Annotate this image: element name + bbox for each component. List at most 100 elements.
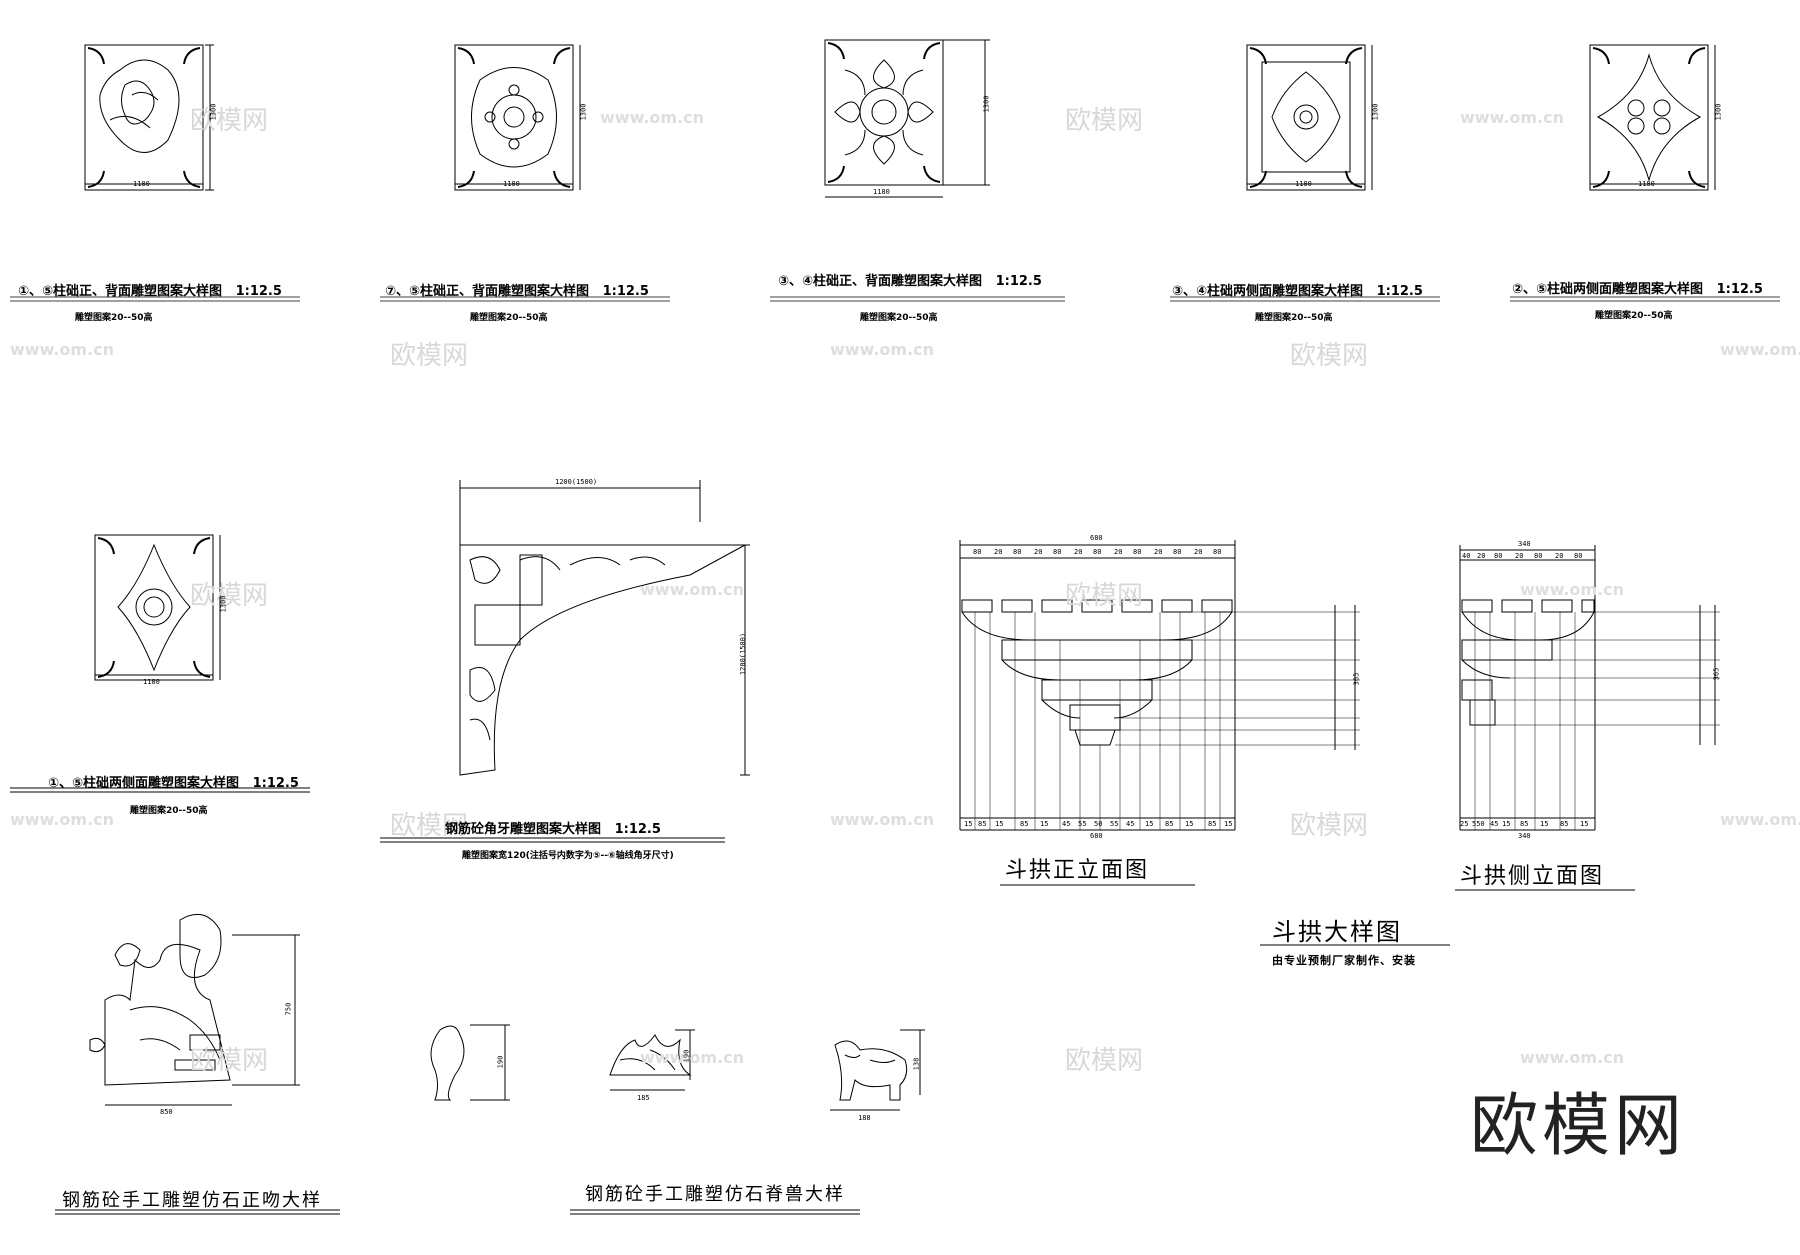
- front-top-dim: 20: [1154, 548, 1163, 556]
- panel-3-title: ③、④柱础正、背面雕塑图案大样图 1:12.5: [778, 274, 1042, 289]
- dougong-front-total-bottom: 680: [1090, 832, 1103, 840]
- dougong-front-right-total: 365: [1352, 672, 1361, 686]
- side-bottom-dim: 15: [1540, 820, 1549, 828]
- side-top-dim: 20: [1477, 552, 1486, 560]
- side-bottom-dim: 85: [1520, 820, 1529, 828]
- side-bottom-dim: 15: [1502, 820, 1511, 828]
- watermark-url-10: www.om.cn: [1720, 810, 1800, 829]
- watermark-brand-4: 欧模网: [1290, 341, 1369, 371]
- corner-bracket-drawing: [380, 480, 750, 843]
- beast-2-width: 185: [637, 1094, 650, 1102]
- dougong-front-title: 斗拱正立面图: [1005, 858, 1150, 883]
- dougong-main-title: 斗拱大样图: [1272, 918, 1402, 946]
- watermark-brand-7: 欧模网: [390, 811, 469, 841]
- front-bottom-dim: 15: [1040, 820, 1049, 828]
- front-top-dim: 80: [1173, 548, 1182, 556]
- beast-3-height: 138: [912, 1057, 921, 1071]
- panel-4-drawing: [1246, 44, 1373, 191]
- zhengwen-title: 钢筋砼手工雕塑仿石正吻大样: [62, 1190, 322, 1211]
- zhengwen-width: 850: [160, 1108, 173, 1116]
- side-top-dim: 80: [1534, 552, 1543, 560]
- front-bottom-dim: 85: [978, 820, 987, 828]
- corner-subtitle: 雕塑图案宽120(注括号内数字为⑤--⑥轴线角牙尺寸): [462, 851, 674, 861]
- panel-5-drawing: [1589, 44, 1716, 191]
- panel-6-drawing: [10, 534, 310, 793]
- front-bottom-dim: 15: [1224, 820, 1233, 828]
- panel-6-width: 1180: [143, 678, 160, 686]
- front-top-dim: 80: [973, 548, 982, 556]
- front-bottom-dim: 15: [995, 820, 1004, 828]
- watermark-url-4: www.om.cn: [830, 340, 935, 359]
- front-bottom-dim: 15: [1185, 820, 1194, 828]
- side-bottom-dim: 15: [1580, 820, 1589, 828]
- side-top-dim: 20: [1555, 552, 1564, 560]
- panel-5-height: 1300: [1714, 103, 1723, 121]
- panel-3-drawing: [824, 39, 990, 198]
- watermark-url-12: www.om.cn: [1520, 1048, 1625, 1067]
- panel-1-width: 1180: [133, 180, 150, 188]
- watermark-brand-1: 欧模网: [190, 106, 269, 136]
- panel-2-height: 1300: [579, 103, 588, 121]
- watermark-url-2: www.om.cn: [1460, 108, 1565, 127]
- front-bottom-dim: 85: [1208, 820, 1217, 828]
- beast-1-height: 190: [496, 1055, 505, 1069]
- side-bottom-dim: 45: [1490, 820, 1499, 828]
- side-top-dim: 80: [1494, 552, 1503, 560]
- front-bottom-dim: 55: [1110, 820, 1119, 828]
- side-top-dim: 20: [1515, 552, 1524, 560]
- panel-3-subtitle: 雕塑图案20--50高: [860, 313, 938, 323]
- front-bottom-dim: 85: [1020, 820, 1029, 828]
- watermark-brand-2: 欧模网: [1065, 106, 1144, 136]
- front-top-dim: 80: [1133, 548, 1142, 556]
- side-bottom-dim: 550: [1472, 820, 1485, 828]
- dougong-side-total-top: 340: [1518, 540, 1531, 548]
- front-bottom-dim: 55: [1078, 820, 1087, 828]
- watermark-url-8: www.om.cn: [10, 810, 115, 829]
- jishou-drawing: [430, 1024, 925, 1215]
- front-bottom-dim: 45: [1126, 820, 1135, 828]
- front-top-dim: 20: [1034, 548, 1043, 556]
- panel-2-title: ⑦、⑤柱础正、背面雕塑图案大样图 1:12.5: [385, 284, 649, 299]
- front-bottom-dim: 85: [1165, 820, 1174, 828]
- front-top-dim: 20: [1074, 548, 1083, 556]
- dougong-side-title: 斗拱侧立面图: [1460, 864, 1605, 889]
- dougong-side-drawing: [1260, 545, 1720, 946]
- panel-2-width: 1180: [503, 180, 520, 188]
- panel-6-title: ①、⑤柱础两侧面雕塑图案大样图 1:12.5: [48, 776, 299, 791]
- panel-6-subtitle: 雕塑图案20--50高: [130, 806, 208, 816]
- watermark-url-3: www.om.cn: [10, 340, 115, 359]
- dougong-front-drawing: [959, 540, 1360, 886]
- panel-2-drawing: [454, 44, 581, 191]
- watermark-brand-10: 欧模网: [1065, 1046, 1144, 1076]
- beast-3-width: 188: [858, 1114, 871, 1122]
- watermark-url-7: www.om.cn: [1520, 580, 1625, 599]
- panel-5-subtitle: 雕塑图案20--50高: [1595, 311, 1673, 321]
- watermark-brand-3: 欧模网: [390, 341, 469, 371]
- side-top-dim: 80: [1574, 552, 1583, 560]
- panel-3-height: 1300: [982, 95, 991, 113]
- side-bottom-dim: 25: [1460, 820, 1469, 828]
- panel-5-width: 1180: [1638, 180, 1655, 188]
- side-top-dim: 40: [1462, 552, 1471, 560]
- zhengwen-height: 750: [284, 1002, 293, 1016]
- panel-1-drawing: [84, 44, 214, 191]
- jishou-title: 钢筋砼手工雕塑仿石脊兽大样: [585, 1184, 845, 1205]
- corner-width: 1200(1500): [555, 478, 598, 486]
- watermark-brand-6: 欧模网: [1065, 581, 1144, 611]
- front-top-dim: 80: [1013, 548, 1022, 556]
- dougong-front-total-top: 680: [1090, 534, 1103, 542]
- panel-3-width: 1180: [873, 188, 890, 196]
- watermark-url-9: www.om.cn: [830, 810, 935, 829]
- watermark-brand-5: 欧模网: [190, 581, 269, 611]
- corner-height: 1200(1500): [739, 632, 748, 676]
- front-top-dim: 80: [1093, 548, 1102, 556]
- panel-1-height: 1300: [209, 103, 218, 121]
- front-bottom-dim: 15: [964, 820, 973, 828]
- panel-4-title: ③、④柱础两侧面雕塑图案大样图 1:12.5: [1172, 284, 1423, 299]
- front-bottom-dim: 45: [1062, 820, 1071, 828]
- title-underlines-top: [10, 296, 1780, 302]
- watermark-url-11: www.om.cn: [640, 1048, 745, 1067]
- side-bottom-dim: 85: [1560, 820, 1569, 828]
- front-top-dim: 20: [1114, 548, 1123, 556]
